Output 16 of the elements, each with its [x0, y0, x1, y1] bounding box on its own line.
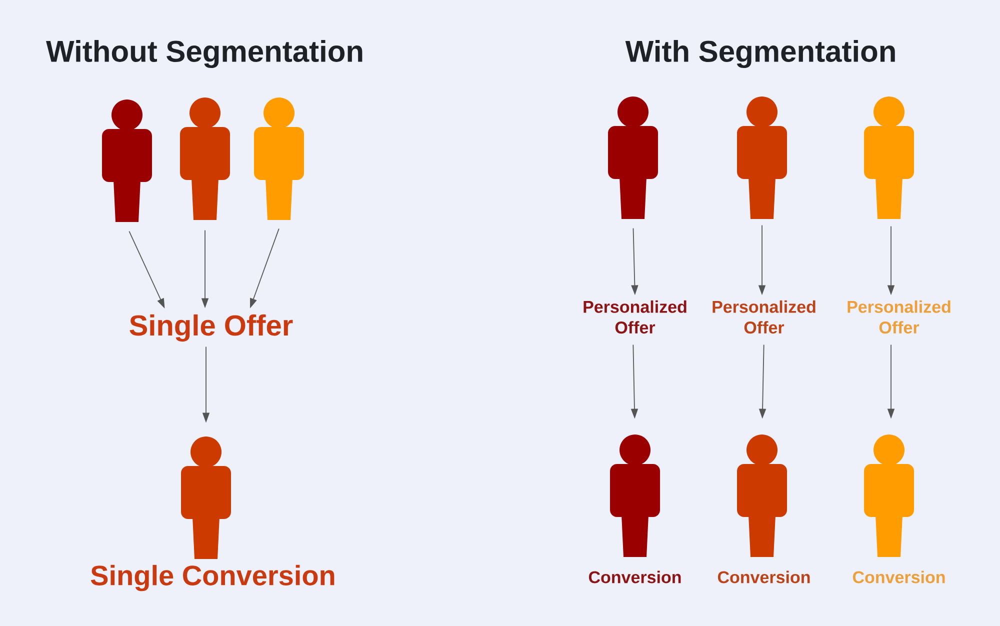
person-icon	[864, 96, 914, 219]
person-caption: Conversion	[718, 570, 810, 584]
person-icon	[608, 96, 658, 219]
offer-label: Personalized Offer	[584, 300, 686, 334]
offer-label: Personalized Offer	[848, 300, 950, 334]
panel-heading: With Segmentation	[625, 40, 895, 68]
person-caption: Conversion	[852, 570, 945, 584]
person-icon	[102, 100, 152, 222]
panel-heading: Without Segmentation	[46, 40, 362, 68]
person-icon	[737, 96, 788, 219]
person-caption: Single Conversion	[90, 564, 334, 592]
person-icon	[180, 98, 230, 220]
person-caption: Conversion	[588, 570, 681, 584]
person-icon	[254, 98, 304, 220]
offer-label: Single Offer	[130, 314, 293, 342]
offer-label: Personalized Offer	[712, 300, 816, 334]
